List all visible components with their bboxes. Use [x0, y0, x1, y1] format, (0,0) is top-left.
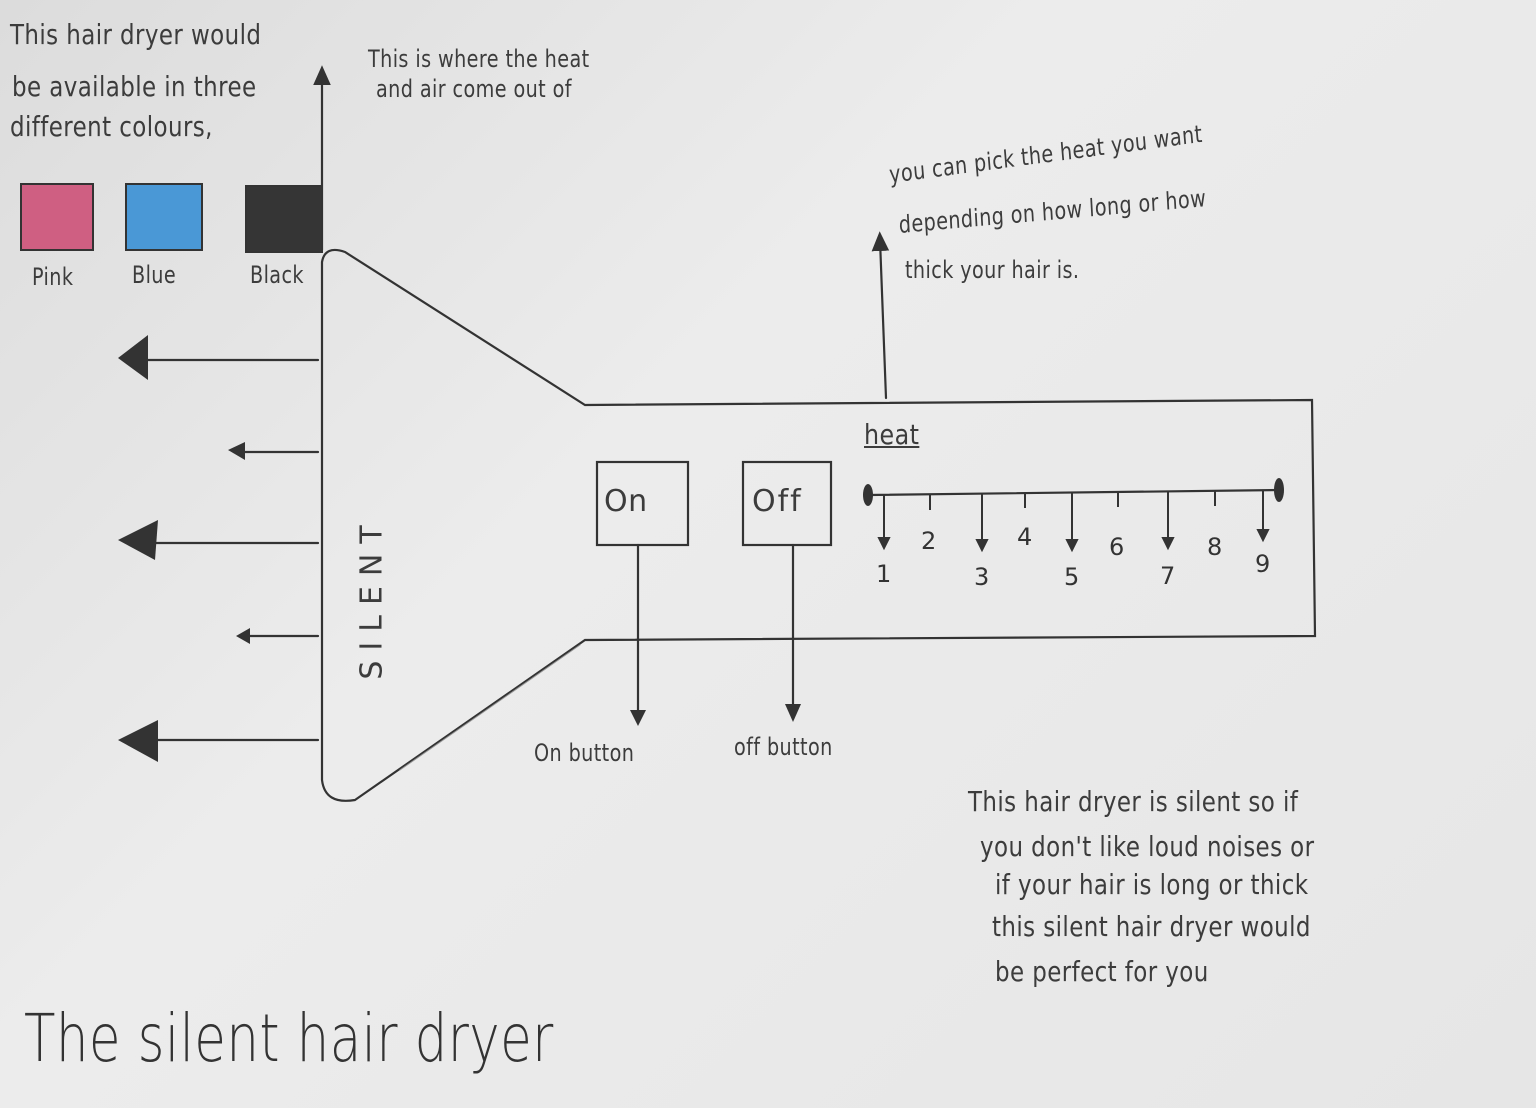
off-box [741, 460, 833, 547]
colours-note-line-2: be available in three [12, 70, 257, 103]
heat-level-5: 5 [1064, 563, 1080, 591]
heat-out-note-line-1: This is where the heat [368, 45, 590, 73]
swatch-pink [20, 183, 94, 251]
heat-ticks [877, 491, 1270, 553]
heat-level-1: 1 [876, 560, 892, 588]
pick-heat-note-line-3: thick your hair is. [905, 256, 1080, 284]
off-button[interactable]: Off [752, 484, 803, 519]
heat-out-note-line-2: and air come out of [376, 75, 572, 103]
swatch-label-black: Black [250, 261, 304, 289]
drawing-title: The silent hair dryer [24, 1000, 554, 1077]
heat-level-8: 8 [1207, 533, 1223, 561]
heat-slider-track [866, 488, 1282, 497]
heat-level-9: 9 [1255, 550, 1271, 578]
pick-heat-arrow [871, 231, 890, 400]
heat-level-7: 7 [1160, 562, 1176, 590]
swatch-black [245, 185, 323, 253]
heat-level-2: 2 [921, 527, 937, 555]
silent-note-line-5: be perfect for you [995, 955, 1209, 988]
silent-body-label: SILENT [354, 515, 390, 680]
heat-level-3: 3 [974, 563, 990, 591]
on-box [595, 460, 690, 547]
air-arrowheads [118, 335, 1284, 762]
colours-note-line-1: This hair dryer would [10, 18, 262, 51]
heat-level-4: 4 [1017, 523, 1033, 551]
silent-note-line-2: you don't like loud noises or [980, 830, 1315, 863]
heat-level-6: 6 [1109, 533, 1125, 561]
on-button-label: On button [534, 739, 635, 767]
swatch-label-pink: Pink [32, 263, 74, 291]
silent-note-line-4: this silent hair dryer would [992, 910, 1311, 943]
heat-label: heat [864, 418, 920, 451]
swatch-label-blue: Blue [132, 261, 177, 289]
swatch-blue [125, 183, 203, 251]
dryer-body [320, 248, 1317, 802]
silent-note-line-1: This hair dryer is silent so if [968, 785, 1299, 818]
off-button-label: off button [734, 733, 833, 761]
silent-note-line-3: if your hair is long or thick [995, 868, 1309, 901]
on-button[interactable]: On [604, 484, 648, 519]
colours-note-line-3: different colours, [10, 110, 213, 143]
